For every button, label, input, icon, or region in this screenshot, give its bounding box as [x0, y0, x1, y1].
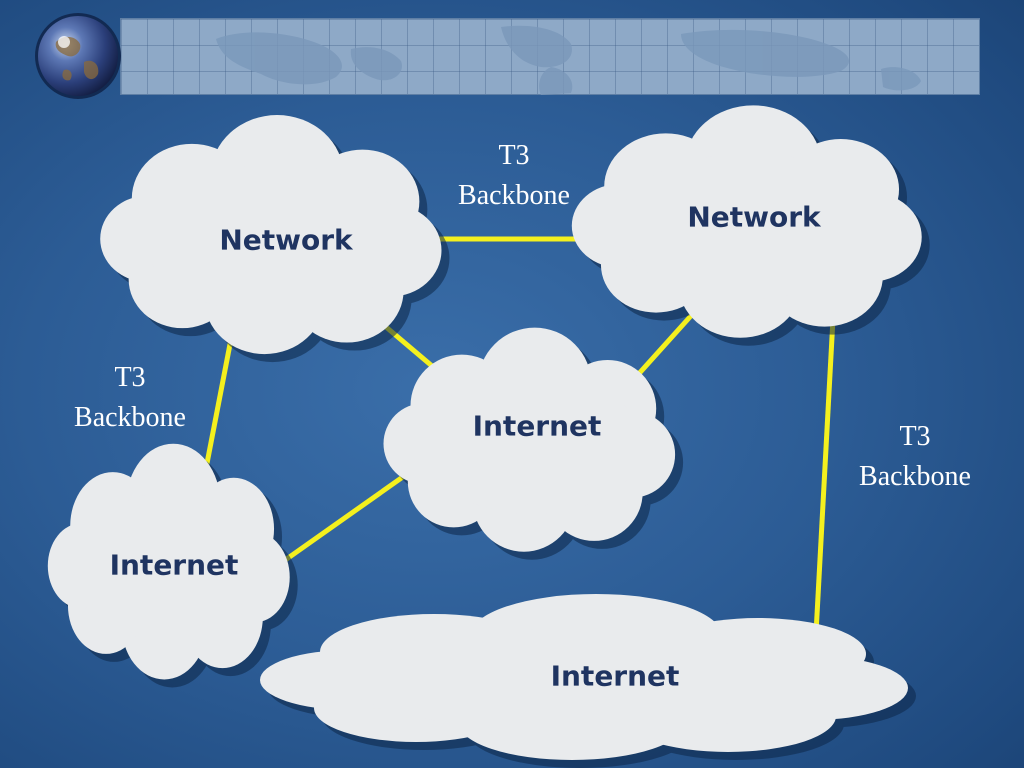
- edge-label-left-line2: Backbone: [74, 402, 186, 433]
- edge-label-right-line1: T3: [899, 421, 931, 452]
- edge-label-top-line1: T3: [498, 140, 530, 171]
- edge-label-left: T3 Backbone: [74, 358, 186, 438]
- world-map-icon: [216, 25, 921, 95]
- edge-label-top: T3 Backbone: [458, 136, 570, 216]
- globe-icon: [35, 13, 121, 99]
- node-label-network-left: Network: [219, 223, 353, 257]
- edge-label-top-line2: Backbone: [458, 180, 570, 211]
- node-label-network-right: Network: [687, 200, 821, 234]
- edge-label-left-line1: T3: [114, 362, 146, 393]
- link-network-right-internet-bottom: [812, 299, 837, 653]
- node-label-internet-left: Internet: [109, 548, 239, 582]
- node-label-internet-bottom: Internet: [550, 659, 680, 693]
- node-label-internet-center: Internet: [472, 409, 602, 443]
- link-internet-center-internet-left: [262, 459, 426, 578]
- edge-label-right: T3 Backbone: [859, 417, 971, 497]
- world-map-banner: [120, 18, 980, 95]
- edge-label-right-line2: Backbone: [859, 461, 971, 492]
